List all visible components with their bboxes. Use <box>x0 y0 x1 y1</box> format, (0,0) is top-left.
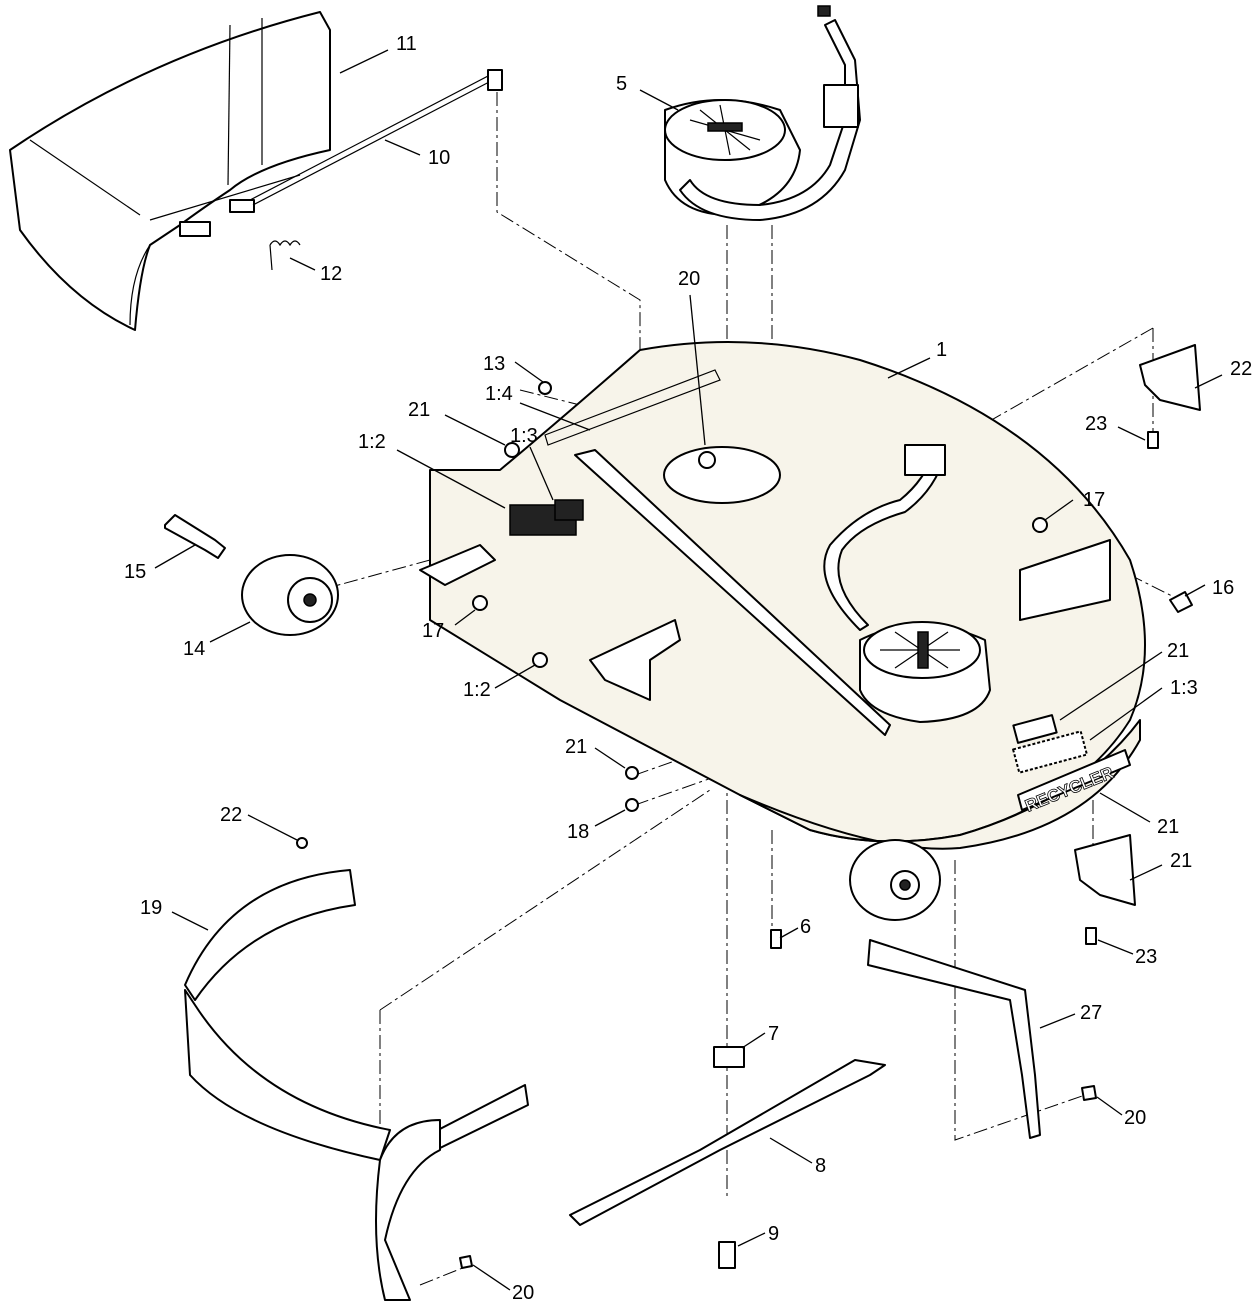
callout-1-2-b: 1:3 <box>1170 677 1198 699</box>
callout-6: 6 <box>800 916 811 938</box>
callout-1-2-a: 1:2 <box>358 431 386 453</box>
callout-16: 16 <box>1212 577 1234 599</box>
mower-deck <box>419 341 1146 850</box>
hardware <box>296 381 1159 1269</box>
bracket-top <box>1139 344 1201 411</box>
leader-lines <box>154 49 1223 1291</box>
callout-21-a: 21 <box>408 399 430 421</box>
callout-23-top: 23 <box>1085 413 1107 435</box>
torsion-spring <box>269 240 301 271</box>
callout-20-bottom: 20 <box>512 1282 534 1304</box>
callout-23-bottom: 23 <box>1135 946 1157 968</box>
deflector-rod <box>249 69 503 206</box>
callout-22-bottom: 21 <box>1170 850 1192 872</box>
callout-21-e: 22 <box>220 804 242 826</box>
callout-10: 10 <box>428 147 450 169</box>
shoulder-bolt <box>1169 591 1193 613</box>
callout-1-3-b: 21 <box>1167 640 1189 662</box>
bracket-bottom <box>1074 834 1136 906</box>
caster-wheel-right <box>849 839 941 921</box>
callout-1: 1 <box>936 339 947 361</box>
callout-labels: 11 10 12 5 20 1 22 23 13 1:4 21 1:3 1:2 … <box>124 33 1252 1304</box>
callout-15: 15 <box>124 561 146 583</box>
side-baffle <box>867 939 1041 1139</box>
callout-9: 9 <box>768 1223 779 1245</box>
callout-20-right: 20 <box>1124 1107 1146 1129</box>
callout-14: 14 <box>183 638 205 660</box>
callout-1-4: 1:4 <box>485 383 513 405</box>
callout-20-deck: 20 <box>678 268 700 290</box>
decals <box>1012 714 1088 774</box>
callout-13: 13 <box>483 353 505 375</box>
mower-blade <box>569 1059 886 1226</box>
callout-11: 11 <box>396 33 417 55</box>
caster-wheel-left <box>241 554 339 636</box>
callout-7: 7 <box>768 1023 779 1045</box>
callout-27: 27 <box>1080 1002 1102 1024</box>
callout-21-c: 21 <box>565 736 587 758</box>
callout-8: 8 <box>815 1155 826 1177</box>
blade-motor-bottom <box>823 444 991 723</box>
callout-21-b: 1:2 <box>463 679 491 701</box>
axle-bolt <box>164 514 226 559</box>
callout-12: 12 <box>320 263 342 285</box>
callout-5: 5 <box>616 73 627 95</box>
callout-22-top: 22 <box>1230 358 1252 380</box>
blade-motor-top <box>664 5 861 221</box>
callout-18: 21 <box>1157 816 1179 838</box>
callout-19: 19 <box>140 897 162 919</box>
discharge-deflector <box>9 11 331 331</box>
mulching-baffle <box>184 869 529 1301</box>
callout-1-3-a: 1:3 <box>510 425 538 447</box>
callout-21-d: 18 <box>567 821 589 843</box>
callout-17-right: 17 <box>1083 489 1105 511</box>
callout-17-left: 17 <box>422 620 444 642</box>
